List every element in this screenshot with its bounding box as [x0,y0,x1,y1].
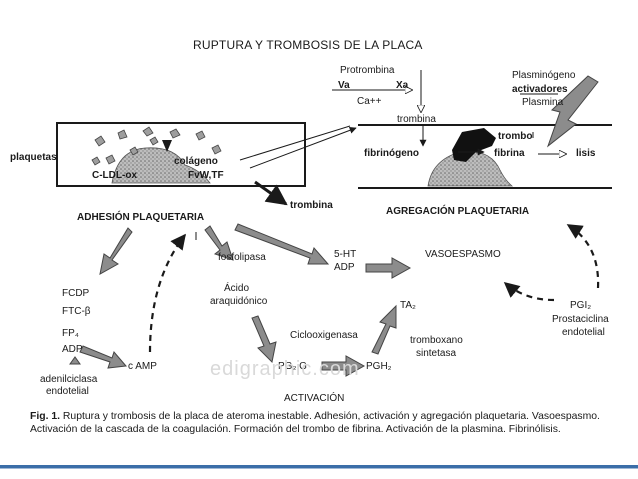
label-ciclooxigenasa: Ciclooxigenasa [290,330,358,341]
right-plaque-shape [427,151,514,187]
label-fibrinogeno: fibrinógeno [364,148,419,159]
label-activacion: ACTIVACIÓN [284,393,345,404]
label-camp: c AMP [128,361,157,372]
label-endotelial-right: endotelial [562,327,605,338]
label-sintetasa: sintetasa [416,348,457,359]
label-trombo: trombo [498,131,533,142]
label-araquidonico: araquidónico [210,296,268,307]
watermark-text: edigraphic.com [210,358,360,380]
label-endotelial-left: endotelial [46,386,89,397]
label-fosfolipasa: fosfolipasa [218,252,266,263]
bottom-accent-line-light [0,468,638,469]
label-xa: Xa [396,80,409,91]
label-plasminogeno: Plasminógeno [512,70,576,81]
label-adp: ADP [62,344,83,355]
label-ftc: FTC-β [62,306,91,317]
label-protrombina: Protrombina [340,65,395,76]
label-trombina-top: trombina [397,114,436,125]
caption-label: Fig. 1. [30,411,61,422]
label-plaquetas: plaquetas [10,152,57,163]
label-fp4: FP₄ [62,328,79,339]
figure-caption: Fig. 1. Ruptura y trombosis de la placa … [30,410,616,436]
label-agregacion: AGREGACIÓN PLAQUETARIA [386,206,530,217]
left-vessel-wall [56,122,306,187]
label-fvw: FvW,TF [188,170,224,181]
collagen-marker [162,140,172,152]
label-colageno: colágeno [174,156,218,167]
caption-text: Ruptura y trombosis de la placa de atero… [30,411,600,435]
label-adp-mid: ADP [334,262,355,273]
label-ca: Ca++ [357,96,382,107]
label-cldl: C-LDL-ox [92,170,137,181]
label-adhesion: ADHESIÓN PLAQUETARIA [77,212,205,223]
platelets-group [91,126,222,166]
label-adenilciclasa: adenilciclasa [40,374,98,385]
label-ta2: TA₂ [400,300,416,311]
bottom-accent-line [0,465,638,468]
left-vessel [56,122,357,187]
block-arrows [79,75,599,377]
label-pgh2: PGH₂ [366,361,392,372]
label-activadores: activadores [512,84,568,95]
label-pg2g: PG₂ G [278,361,307,372]
label-prostaciclina: Prostaciclina [552,314,609,325]
label-lisis: lisis [576,148,596,159]
thrombus-shape [452,128,496,162]
label-pgi2: PGI₂ [570,300,592,311]
label-va: Va [338,80,350,91]
label-fibrina: fibrina [494,148,525,159]
label-plasmina: Plasmina [522,97,564,108]
plaque-shape [111,147,211,184]
label-trombina-mid: trombina [290,200,333,211]
right-vessel [358,124,612,189]
diagram-title: RUPTURA Y TROMBOSIS DE LA PLACA [193,38,423,52]
label-acido: Ácido [224,283,250,294]
label-tromboxano: tromboxano [410,335,463,346]
label-fcdp: FCDP [62,288,90,299]
label-5ht: 5-HT [334,249,357,260]
label-vasoespasmo: VASOESPASMO [425,249,501,260]
